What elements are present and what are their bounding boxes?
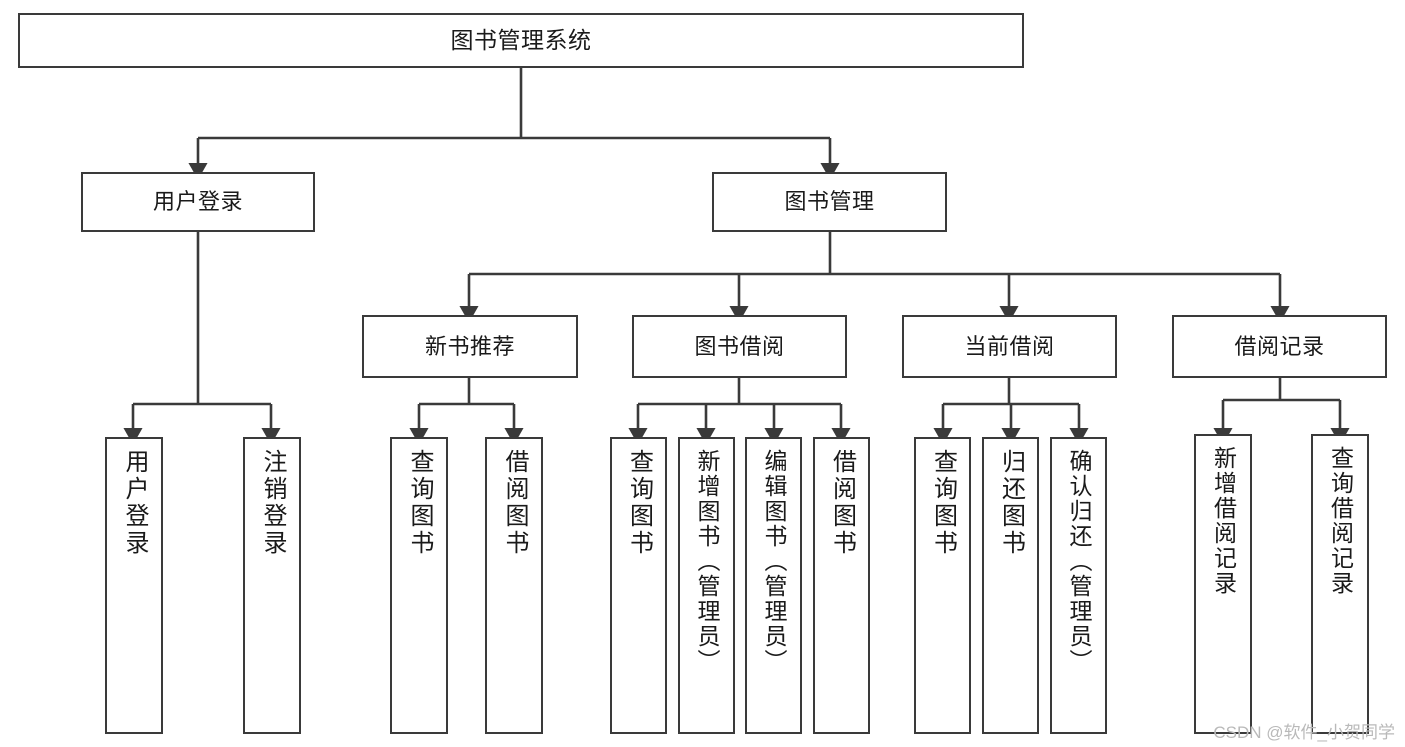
node-new-book-recommend-label: 新书推荐 bbox=[424, 333, 515, 359]
node-leaf-borrow-book-2-label: 借阅图书 bbox=[828, 449, 856, 557]
node-leaf-borrow-book-1-label: 借阅图书 bbox=[501, 449, 528, 557]
node-current-borrow[interactable]: 当前借阅 bbox=[902, 315, 1117, 378]
node-root[interactable]: 图书管理系统 bbox=[18, 13, 1024, 68]
node-leaf-add-record[interactable]: 新增借阅记录 bbox=[1194, 434, 1252, 734]
node-book-borrow-label: 图书借阅 bbox=[694, 333, 785, 359]
node-leaf-add-book-label: 新增图书（管理员） bbox=[694, 449, 720, 674]
node-root-label: 图书管理系统 bbox=[450, 26, 592, 53]
node-leaf-user-logout[interactable]: 注销登录 bbox=[243, 437, 301, 734]
node-book-management[interactable]: 图书管理 bbox=[712, 172, 947, 232]
node-leaf-query-book-2-label: 查询图书 bbox=[625, 449, 653, 557]
node-leaf-return-book-label: 归还图书 bbox=[997, 449, 1025, 557]
node-leaf-query-book-1-label: 查询图书 bbox=[406, 449, 433, 557]
node-borrow-record-label: 借阅记录 bbox=[1234, 333, 1325, 359]
node-leaf-user-login-label: 用户登录 bbox=[121, 449, 148, 557]
node-leaf-borrow-book-1[interactable]: 借阅图书 bbox=[485, 437, 543, 734]
node-leaf-query-record-label: 查询借阅记录 bbox=[1327, 446, 1354, 596]
node-leaf-confirm-return[interactable]: 确认归还（管理员） bbox=[1050, 437, 1107, 734]
node-book-borrow[interactable]: 图书借阅 bbox=[632, 315, 847, 378]
node-leaf-return-book[interactable]: 归还图书 bbox=[982, 437, 1039, 734]
node-book-management-label: 图书管理 bbox=[784, 189, 875, 215]
node-leaf-add-book[interactable]: 新增图书（管理员） bbox=[678, 437, 735, 734]
node-leaf-user-logout-label: 注销登录 bbox=[259, 449, 286, 557]
node-user-login-label: 用户登录 bbox=[152, 189, 243, 215]
node-new-book-recommend[interactable]: 新书推荐 bbox=[362, 315, 578, 378]
node-leaf-edit-book[interactable]: 编辑图书（管理员） bbox=[745, 437, 802, 734]
node-borrow-record[interactable]: 借阅记录 bbox=[1172, 315, 1387, 378]
node-leaf-add-record-label: 新增借阅记录 bbox=[1210, 446, 1237, 596]
node-leaf-query-book-3-label: 查询图书 bbox=[929, 449, 957, 557]
node-leaf-query-book-3[interactable]: 查询图书 bbox=[914, 437, 971, 734]
node-leaf-edit-book-label: 编辑图书（管理员） bbox=[761, 449, 787, 674]
node-leaf-query-book-1[interactable]: 查询图书 bbox=[390, 437, 448, 734]
node-leaf-query-book-2[interactable]: 查询图书 bbox=[610, 437, 667, 734]
node-leaf-borrow-book-2[interactable]: 借阅图书 bbox=[813, 437, 870, 734]
node-leaf-user-login[interactable]: 用户登录 bbox=[105, 437, 163, 734]
node-user-login[interactable]: 用户登录 bbox=[81, 172, 315, 232]
csdn-watermark: CSDN @软件_小贺同学 bbox=[1213, 723, 1395, 742]
node-leaf-confirm-return-label: 确认归还（管理员） bbox=[1066, 449, 1092, 674]
node-current-borrow-label: 当前借阅 bbox=[964, 333, 1055, 359]
node-leaf-query-record[interactable]: 查询借阅记录 bbox=[1311, 434, 1369, 734]
